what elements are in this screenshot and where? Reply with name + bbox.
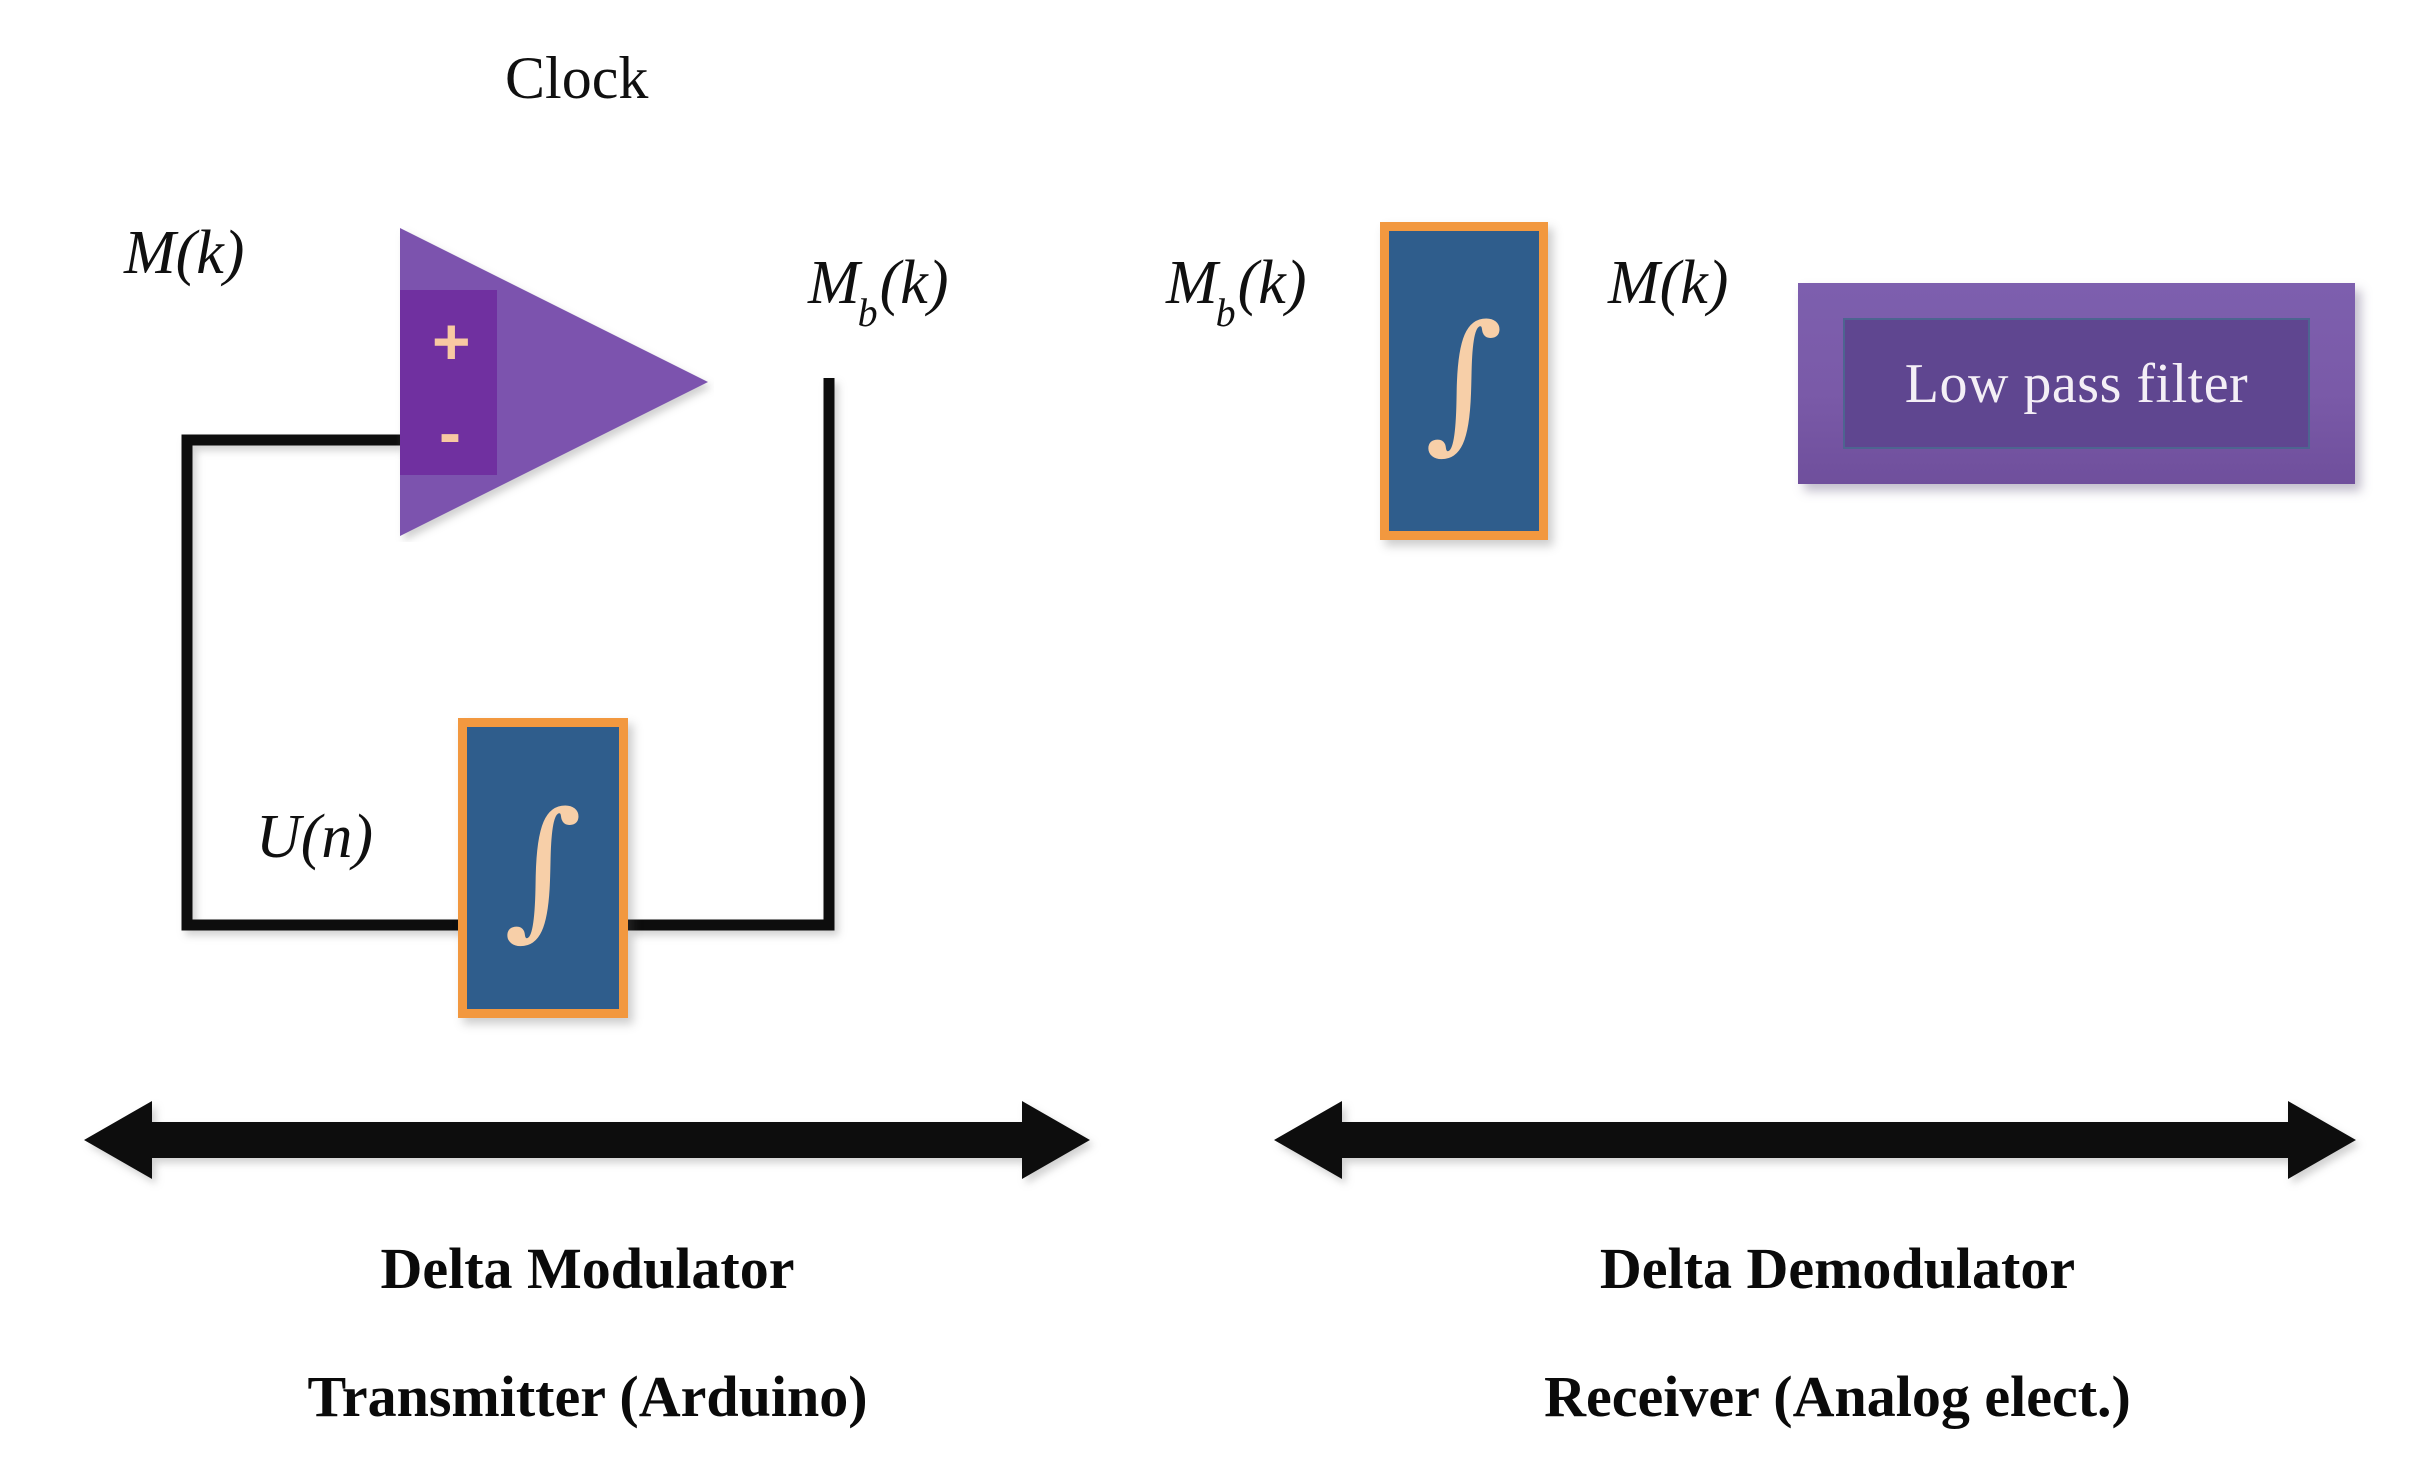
integrator-block-transmitter[interactable]: ∫ (458, 718, 628, 1018)
low-pass-filter-label: Low pass filter (1904, 352, 2249, 415)
wire-feedback-un (181, 434, 460, 931)
label-output-mbk-sub: b (857, 290, 878, 336)
span-arrow-transmitter (84, 1101, 1090, 1179)
label-receiver-input-mbk-sub: b (1215, 290, 1236, 336)
label-input-mk: M(k) (124, 219, 245, 287)
low-pass-filter-inner-panel: Low pass filter (1843, 318, 2310, 449)
caption-delta-modulator: Delta Modulator (380, 1236, 795, 1301)
low-pass-filter-block[interactable]: Low pass filter (1798, 283, 2355, 484)
integral-icon: ∫ (503, 781, 583, 955)
label-receiver-output-mk: M(k) (1608, 249, 1729, 317)
caption-transmitter-arduino: Transmitter (Arduino) (307, 1364, 868, 1429)
label-output-mbk: Mb(k) (808, 249, 949, 333)
label-feedback-un-main: U (256, 803, 301, 871)
label-receiver-input-mbk-tail: (k) (1237, 249, 1307, 317)
label-receiver-input-mbk-main: M (1166, 249, 1218, 317)
label-output-mbk-tail: (k) (879, 249, 949, 317)
integral-icon: ∫ (1424, 294, 1504, 468)
label-feedback-un-tail: (n) (300, 803, 374, 871)
label-output-mbk-main: M (808, 249, 860, 317)
integrator-block-receiver[interactable]: ∫ (1380, 222, 1548, 540)
label-receiver-input-mbk: Mb(k) (1166, 249, 1307, 333)
comparator-minus-sign: - (439, 395, 461, 469)
comparator-plus-sign: + (432, 304, 471, 378)
caption-delta-demodulator: Delta Demodulator (1599, 1236, 2076, 1301)
wire-output-tap-down (628, 378, 835, 931)
label-clock: Clock (505, 45, 649, 111)
comparator-shape (400, 228, 708, 536)
span-arrow-receiver (1274, 1101, 2356, 1179)
label-feedback-un: U(n) (256, 806, 373, 868)
comparator-block[interactable]: + - (394, 222, 714, 542)
caption-receiver-analog: Receiver (Analog elect.) (1544, 1364, 2131, 1429)
